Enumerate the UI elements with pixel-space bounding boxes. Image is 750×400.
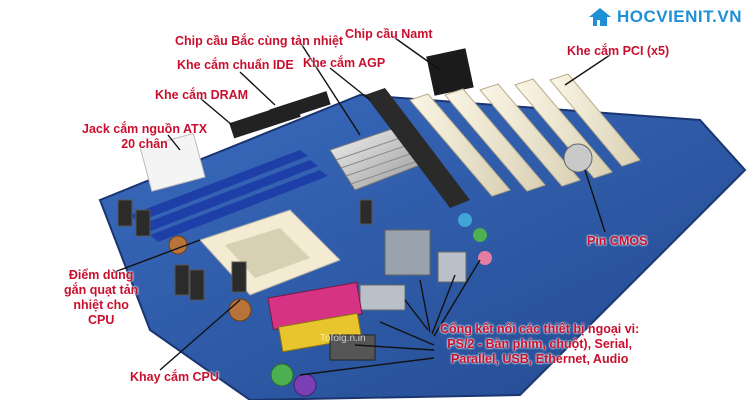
dram-slots [130,150,328,242]
io-panel [267,213,492,397]
label-cmos-battery: Pin CMOS [587,234,648,248]
label-io-ports: Cổng kết nối các thiết bị ngoại vi: PS/2… [440,322,640,366]
label-dram-slots: Khe cắm DRAM [155,88,249,102]
southbridge-chip [426,48,474,96]
label-northbridge: Chip cầu Bắc cùng tản nhiệt [175,34,344,48]
logo-house-icon [587,6,613,28]
label-cpu-socket: Khay cắm CPU [130,370,219,384]
label-southbridge: Chip cầu Namt [345,27,433,41]
brand-logo: HOCVIENIT.VN [587,6,742,28]
agp-slot [365,88,470,208]
label-agp-slot: Khe cắm AGP [303,56,386,70]
label-atx-power: Jack cắm nguồn ATX 20 chân [82,122,208,151]
capacitors [117,199,373,301]
cmos-battery [563,143,593,173]
atx-power-connector [139,132,206,192]
label-ide-slot: Khe cắm chuẩn IDE [177,58,294,72]
logo-text: HOCVIENIT.VN [616,7,742,26]
label-cpu-fan-mount: Điểm dùng gắn quạt tản nhiệt cho CPU [64,268,139,327]
leader-lines [111,37,611,376]
label-pci-slots: Khe cắm PCI (x5) [567,44,670,58]
watermark: Tofolg.n.in [320,333,366,344]
